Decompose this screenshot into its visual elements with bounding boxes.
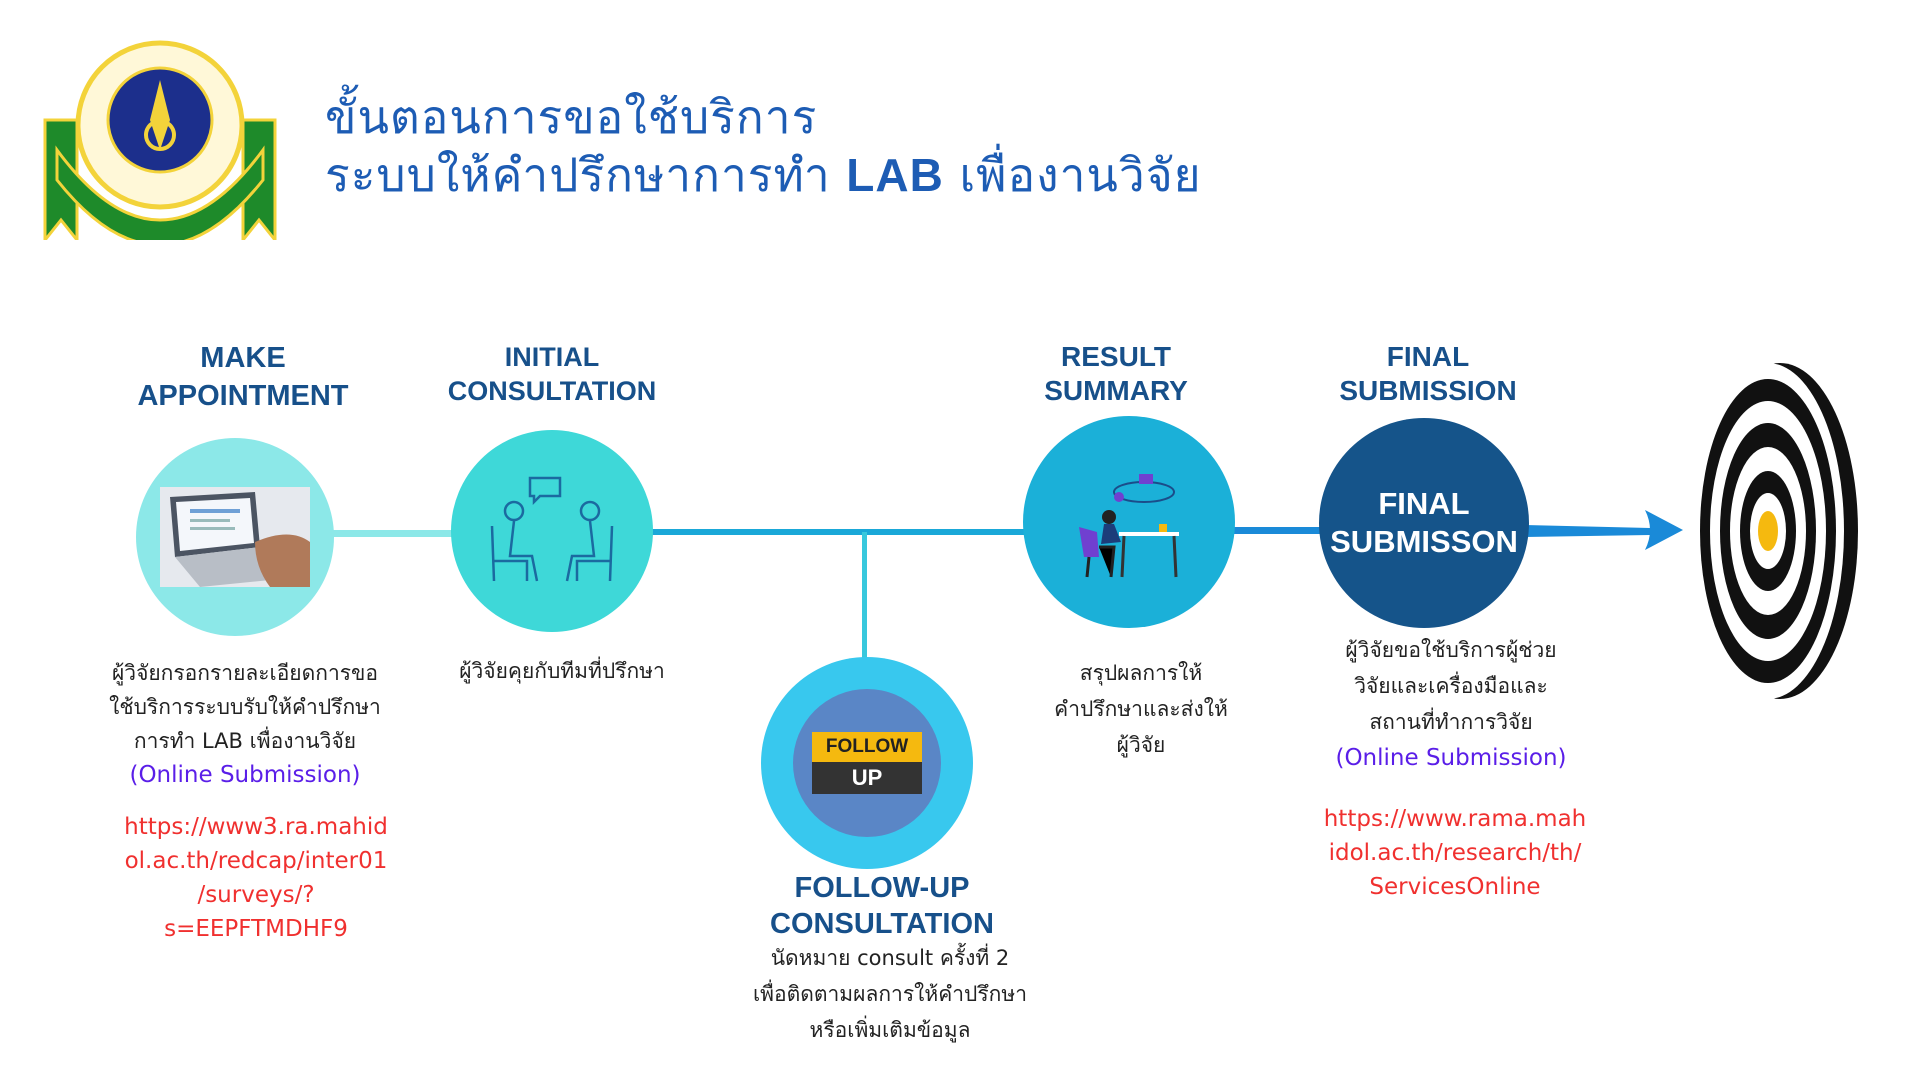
title-line1: ขั้นตอนการขอใช้บริการ	[325, 90, 818, 144]
final-submission-heading: FINAL SUBMISSION	[1278, 340, 1578, 408]
title-line2-suffix: เพื่องานวิจัย	[943, 148, 1202, 202]
title-line2: ระบบให้คำปรึกษาการทำ LAB เพื่องานวิจัย	[325, 146, 1202, 204]
connector-line-2	[650, 529, 1030, 535]
page-title: ขั้นตอนการขอใช้บริการ ระบบให้คำปรึกษาการ…	[325, 88, 1202, 204]
target-icon	[1692, 363, 1858, 699]
desc-line: ใช้บริการระบบรับให้คำปรึกษา	[109, 695, 381, 719]
desc-line: ผู้วิจัย	[1116, 733, 1166, 757]
heading-line: SUBMISSION	[1339, 375, 1517, 406]
heading-line: SUMMARY	[1044, 375, 1188, 406]
heading-line: FOLLOW-UP	[794, 872, 970, 904]
desc-line: นัดหมาย consult ครั้งที่ 2	[770, 946, 1010, 970]
initial-consultation-description: ผู้วิจัยคุยกับทีมที่ปรึกษา	[459, 659, 665, 683]
heading-line: INITIAL	[504, 342, 600, 372]
circle-label: SUBMISSON	[1330, 524, 1518, 559]
result-summary-description: สรุปผลการให้ คำปรึกษาและส่งให้ ผู้วิจัย	[971, 656, 1311, 762]
make-appointment-heading: MAKE APPOINTMENT	[93, 340, 393, 414]
url-line[interactable]: https://www3.ra.mahid	[124, 814, 388, 840]
person-at-desk-icon	[1079, 474, 1179, 578]
desc-line: ผู้วิจัยขอใช้บริการผู้ช่วย	[1345, 638, 1557, 662]
desc-line: การทำ LAB เพื่องานวิจัย	[133, 729, 357, 753]
heading-line: FINAL	[1386, 341, 1470, 372]
online-submission-label: (Online Submission)	[129, 762, 361, 788]
circle-label: FINAL	[1378, 486, 1470, 521]
online-submission-label: (Online Submission)	[1335, 745, 1567, 771]
url-line[interactable]: https://www.rama.mah	[1323, 806, 1587, 832]
connector-vertical	[862, 532, 867, 662]
connector-line-1	[330, 530, 460, 537]
follow-up-circle: FOLLOW UP	[761, 657, 973, 869]
follow-up-inner-circle: FOLLOW UP	[793, 689, 941, 837]
url-line[interactable]: ol.ac.th/redcap/inter01	[124, 848, 388, 874]
make-appointment-circle	[136, 438, 334, 636]
desc-line: เพื่อติดตามผลการให้คำปรึกษา	[752, 982, 1028, 1006]
redcap-survey-link[interactable]: https://www3.ra.mahid ol.ac.th/redcap/in…	[106, 810, 406, 946]
desc-line: หรือเพิ่มเติมข้อมูล	[809, 1018, 971, 1042]
services-online-link[interactable]: https://www.rama.mah idol.ac.th/research…	[1310, 802, 1600, 904]
heading-line: CONSULTATION	[447, 376, 657, 406]
url-line[interactable]: s=EEPFTMDHF9	[164, 916, 348, 942]
result-summary-circle	[1023, 416, 1235, 628]
desc-line: สรุปผลการให้	[1079, 661, 1203, 685]
title-line2-prefix: ระบบให้คำปรึกษาการทำ	[325, 148, 847, 202]
up-badge: UP	[812, 762, 922, 794]
laptop-photo-icon	[160, 487, 310, 587]
initial-consultation-circle	[451, 430, 653, 632]
faculty-logo	[37, 40, 283, 247]
heading-line: APPOINTMENT	[137, 380, 349, 412]
title-line2-bold: LAB	[846, 149, 944, 201]
heading-line: MAKE	[200, 342, 286, 374]
url-line[interactable]: ServicesOnline	[1369, 874, 1541, 900]
initial-consultation-heading: INITIAL CONSULTATION	[402, 340, 702, 408]
desc-line: สถานที่ทำการวิจัย	[1369, 710, 1533, 734]
arrow-to-target	[1525, 510, 1683, 550]
result-summary-heading: RESULT SUMMARY	[966, 340, 1266, 408]
follow-badge: FOLLOW	[812, 732, 922, 762]
final-submission-description: ผู้วิจัยขอใช้บริการผู้ช่วย วิจัยและเครื่…	[1281, 633, 1621, 775]
follow-up-heading: FOLLOW-UP CONSULTATION	[732, 870, 1032, 942]
make-appointment-description: ผู้วิจัยกรอกรายละเอียดการขอ ใช้บริการระบ…	[75, 656, 415, 792]
desc-line: คำปรึกษาและส่งให้	[1054, 697, 1228, 721]
people-talking-icon	[490, 476, 614, 582]
connector-line-3	[1230, 527, 1330, 534]
url-line[interactable]: /surveys/?	[197, 882, 315, 908]
heading-line: CONSULTATION	[770, 908, 994, 940]
desc-line: วิจัยและเครื่องมือและ	[1354, 674, 1548, 698]
heading-line: RESULT	[1061, 341, 1171, 372]
follow-up-description: นัดหมาย consult ครั้งที่ 2 เพื่อติดตามผล…	[720, 941, 1060, 1047]
url-line[interactable]: idol.ac.th/research/th/	[1328, 840, 1582, 866]
desc-line: ผู้วิจัยกรอกรายละเอียดการขอ	[111, 661, 379, 685]
final-submission-circle: FINAL SUBMISSON	[1319, 418, 1529, 628]
